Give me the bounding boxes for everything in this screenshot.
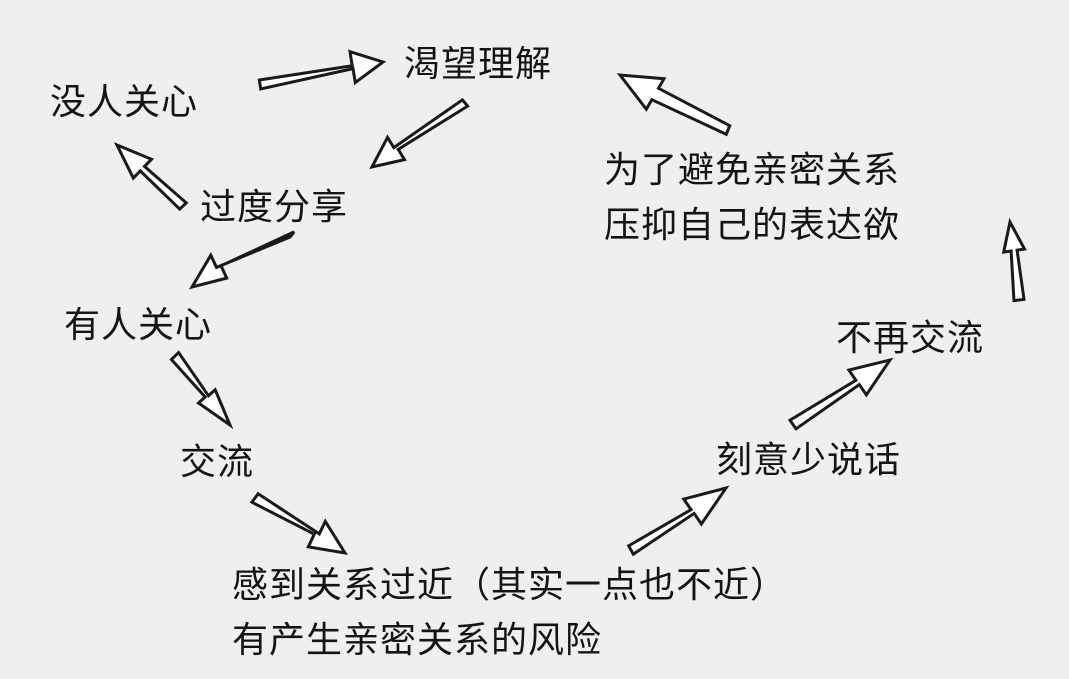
arrow-talk-less-to-stop-communicating: [787, 357, 894, 431]
node-no-one-cares: 没人关心: [50, 82, 199, 123]
arrow-someone-cares-to-communicate: [169, 350, 234, 430]
arrow-stop-communicating-to-suppress: [1001, 217, 1027, 303]
arrow-no-one-cares-to-longing: [257, 49, 387, 91]
arrow-oversharing-to-someone-cares: [188, 230, 296, 290]
node-suppress-line2: 压抑自己的表达欲: [604, 205, 901, 246]
node-communicate: 交流: [180, 442, 255, 483]
node-suppress-line1: 为了避免亲密关系: [604, 150, 901, 191]
arrow-longing-to-oversharing: [369, 97, 470, 170]
arrow-communicate-to-too-close: [249, 491, 349, 556]
node-oversharing: 过度分享: [200, 187, 349, 228]
node-someone-cares: 有人关心: [64, 305, 213, 346]
arrow-suppress-to-longing: [616, 73, 732, 137]
arrow-oversharing-to-no-one-cares: [113, 142, 189, 212]
node-too-close-line1: 感到关系过近（其实一点也不近）: [232, 565, 788, 606]
node-stop-communicating: 不再交流: [836, 318, 985, 359]
node-longing: 渴望理解: [404, 44, 553, 85]
arrow-too-close-to-talk-less: [626, 485, 730, 557]
node-talk-less: 刻意少说话: [716, 440, 902, 481]
node-too-close-line2: 有产生亲密关系的风险: [232, 620, 603, 661]
